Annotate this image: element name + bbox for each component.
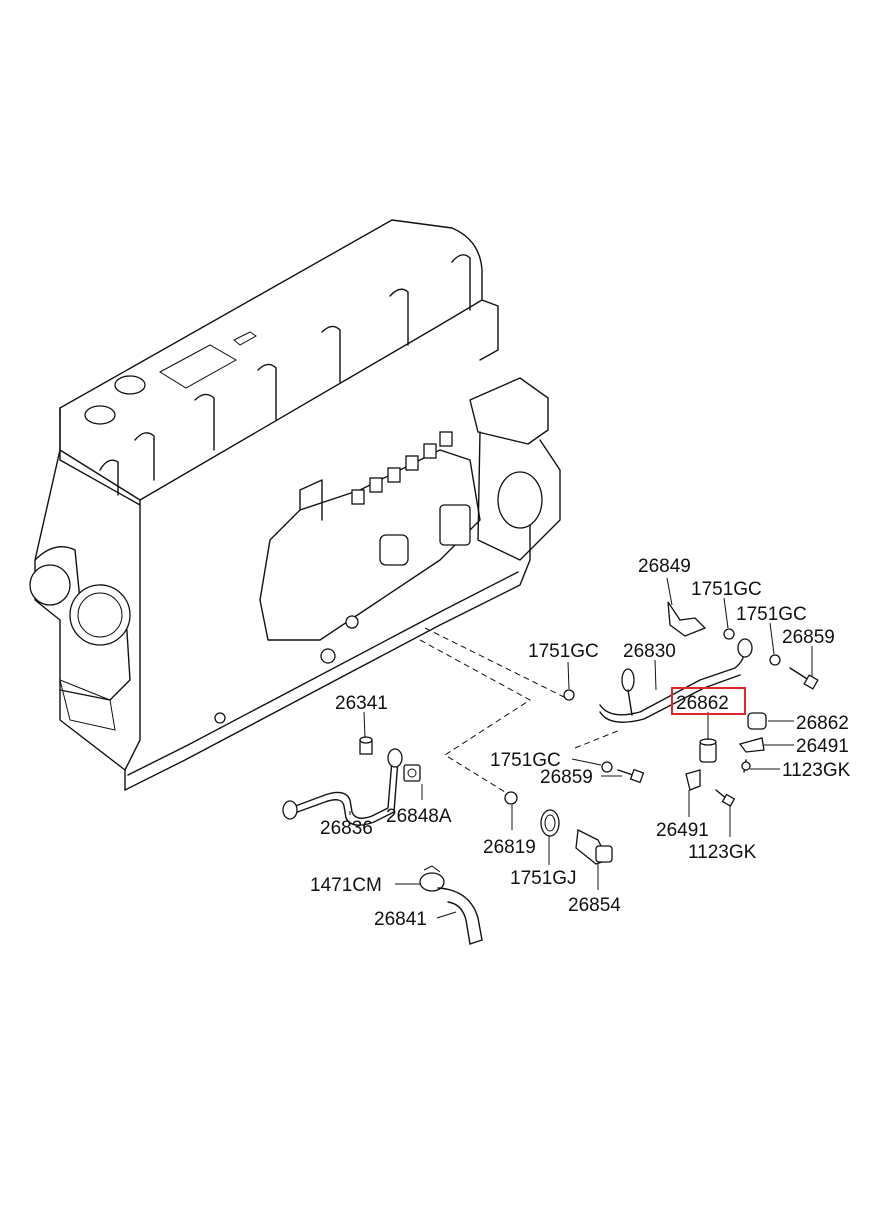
callout-26862-highlighted[interactable]: 26862 — [676, 693, 729, 714]
washer-1751gc-b — [769, 654, 781, 666]
callout-26836[interactable]: 26836 — [320, 818, 373, 839]
washer-1751gc-a — [723, 628, 735, 640]
callout-1751gc-d[interactable]: 1751GC — [490, 750, 561, 771]
assembly-dashed-leaders — [419, 627, 621, 796]
callout-26341[interactable]: 26341 — [335, 693, 388, 714]
callout-1751gj[interactable]: 1751GJ — [510, 868, 577, 889]
clip-26491-b — [685, 769, 701, 791]
callout-26491-b[interactable]: 26491 — [656, 820, 709, 841]
pipe-26836 — [282, 748, 403, 826]
plug-26854 — [575, 829, 613, 865]
callout-26830[interactable]: 26830 — [623, 641, 676, 662]
callout-1471cm[interactable]: 1471CM — [310, 875, 382, 896]
callout-26819[interactable]: 26819 — [483, 837, 536, 858]
callout-26859-a[interactable]: 26859 — [782, 627, 835, 648]
bracket-26849 — [667, 601, 707, 637]
sleeve-26862-b — [699, 738, 717, 763]
washer-1751gc-c — [563, 689, 575, 701]
nut-26848a — [403, 764, 421, 782]
screw-1123gk-b — [715, 789, 736, 807]
sleeve-26862-a — [747, 712, 767, 730]
hose-26841 — [437, 887, 483, 945]
washer-1751gc-d — [601, 761, 613, 773]
callout-26862[interactable]: 26862 — [796, 713, 849, 734]
callout-26854[interactable]: 26854 — [568, 895, 621, 916]
oil-pipe-26830 — [599, 638, 753, 723]
callout-26849[interactable]: 26849 — [638, 556, 691, 577]
highlight-box — [671, 687, 746, 715]
engine-block-illustration — [29, 219, 561, 791]
callout-1123gk-b[interactable]: 1123GK — [688, 842, 757, 863]
callout-26848a[interactable]: 26848A — [386, 806, 452, 827]
clamp-1471cm — [419, 865, 445, 892]
clip-26491-a — [738, 737, 765, 753]
callout-1123gk-a[interactable]: 1123GK — [782, 760, 851, 781]
callout-1751gc-c[interactable]: 1751GC — [528, 641, 599, 662]
fitting-26341 — [359, 736, 373, 755]
screw-1123gk-a — [741, 759, 751, 773]
bolt-26859-b — [617, 768, 645, 784]
bolt-26859-a — [789, 667, 819, 690]
injector-fittings — [351, 431, 453, 505]
callout-1751gc-b[interactable]: 1751GC — [736, 604, 807, 625]
ball-26819 — [504, 791, 518, 805]
callout-labels: 26849 1751GC 1751GC 26859 1751GC 26830 2… — [310, 556, 851, 930]
leader-lines — [349, 577, 813, 919]
callout-1751gc-a[interactable]: 1751GC — [691, 579, 762, 600]
callout-26841[interactable]: 26841 — [374, 909, 427, 930]
callout-26859-b[interactable]: 26859 — [540, 767, 593, 788]
callout-26491-a[interactable]: 26491 — [796, 736, 849, 757]
gasket-1751gj — [540, 809, 560, 837]
